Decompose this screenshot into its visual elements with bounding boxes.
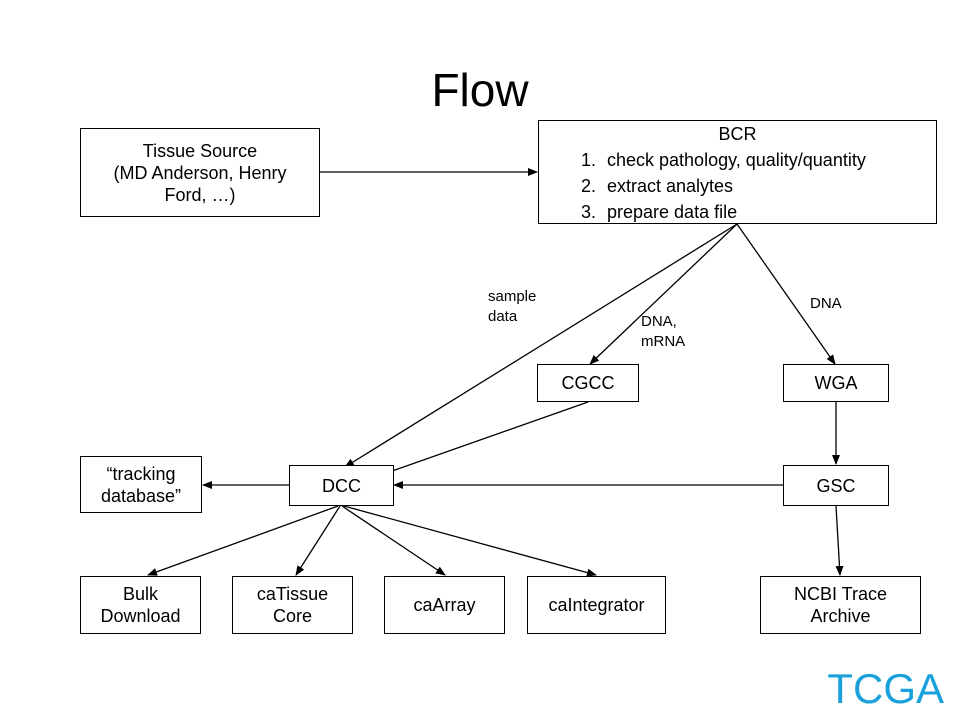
edge-label-dna-mrna-line-1: DNA,: [641, 313, 677, 330]
node-tracking-database-line-2: database”: [100, 485, 182, 506]
bcr-step-number: 2.: [581, 176, 597, 196]
edge-label-sample-data-line-1: sample: [488, 288, 537, 305]
edge-label-dna-mrna-line-2: mRNA: [641, 333, 686, 350]
bcr-step-number: 3.: [581, 202, 597, 222]
node-bulk-download: Bulk Download: [80, 576, 201, 634]
node-caarray: caArray: [384, 576, 505, 634]
arrow-dcc-to-caarray: [341, 505, 446, 576]
bcr-step: 2. extract analytes: [581, 173, 936, 199]
node-caintegrator-label: caIntegrator: [548, 595, 645, 615]
page-title: Flow: [431, 64, 529, 116]
node-gsc: GSC: [783, 465, 889, 506]
node-tissue-source-line-1: Tissue Source: [142, 140, 258, 161]
arrow-dcc-to-caintegrator: [343, 505, 597, 577]
edge-label-sample-data-line-2: data: [488, 308, 518, 325]
node-dcc-label: DCC: [322, 475, 361, 496]
node-ncbi-trace-archive: NCBI Trace Archive: [760, 576, 921, 634]
bcr-step-list: 1. check pathology, quality/quantity 2. …: [539, 147, 936, 225]
edge-label-dna-text: DNA: [810, 295, 842, 312]
node-tracking-database-line-1: “tracking: [106, 463, 176, 484]
node-bulk-download-line-2: Download: [100, 606, 181, 626]
arrow-bcr-to-wga: [736, 223, 836, 365]
node-wga: WGA: [783, 364, 889, 402]
bcr-step: 1. check pathology, quality/quantity: [581, 147, 936, 173]
bcr-step-text: check pathology, quality/quantity: [607, 150, 866, 170]
node-cgcc-label: CGCC: [561, 373, 615, 393]
node-cgcc: CGCC: [537, 364, 639, 402]
arrow-bcr-to-cgcc: [589, 223, 738, 365]
node-tracking-database: “tracking database”: [80, 456, 202, 513]
arrow-gsc-to-ncbi: [835, 505, 844, 576]
node-bcr: BCR 1. check pathology, quality/quantity…: [538, 120, 937, 224]
arrow-bcr-to-dcc: [344, 223, 738, 468]
bcr-step-text: prepare data file: [607, 202, 738, 222]
node-ncbi-trace-archive-line-2: Archive: [810, 606, 871, 626]
node-catissue-core-line-2: Core: [272, 606, 312, 626]
edge-label-dna: DNA: [810, 294, 842, 314]
bcr-step-number: 1.: [581, 150, 597, 170]
node-wga-label: WGA: [814, 373, 858, 393]
node-bcr-title: BCR: [718, 124, 757, 144]
node-catissue-core: caTissue Core: [232, 576, 353, 634]
arrow-dcc-to-bulk: [147, 505, 339, 576]
node-ncbi-trace-archive-line-1: NCBI Trace: [793, 584, 888, 604]
node-tissue-source-line-3: Ford, …): [164, 184, 236, 205]
node-bulk-download-line-1: Bulk: [122, 584, 158, 604]
tcga-brand-text: TCGA: [827, 665, 944, 712]
node-catissue-core-line-1: caTissue: [256, 584, 329, 604]
bcr-step: 3. prepare data file: [581, 199, 936, 225]
node-caintegrator: caIntegrator: [527, 576, 666, 634]
node-tissue-source: Tissue Source (MD Anderson, Henry Ford, …: [80, 128, 320, 217]
edge-label-dna-mrna: DNA, mRNA: [641, 312, 685, 352]
edge-label-sample-data: sample data: [488, 287, 536, 327]
bcr-step-text: extract analytes: [607, 176, 734, 196]
node-caarray-label: caArray: [413, 595, 476, 615]
arrow-dcc-to-catissue: [295, 505, 341, 576]
node-tissue-source-line-2: (MD Anderson, Henry: [113, 162, 287, 183]
node-dcc: DCC: [289, 465, 394, 506]
node-gsc-label: GSC: [816, 475, 856, 496]
arrow-cgcc-to-dcc: [377, 401, 589, 477]
